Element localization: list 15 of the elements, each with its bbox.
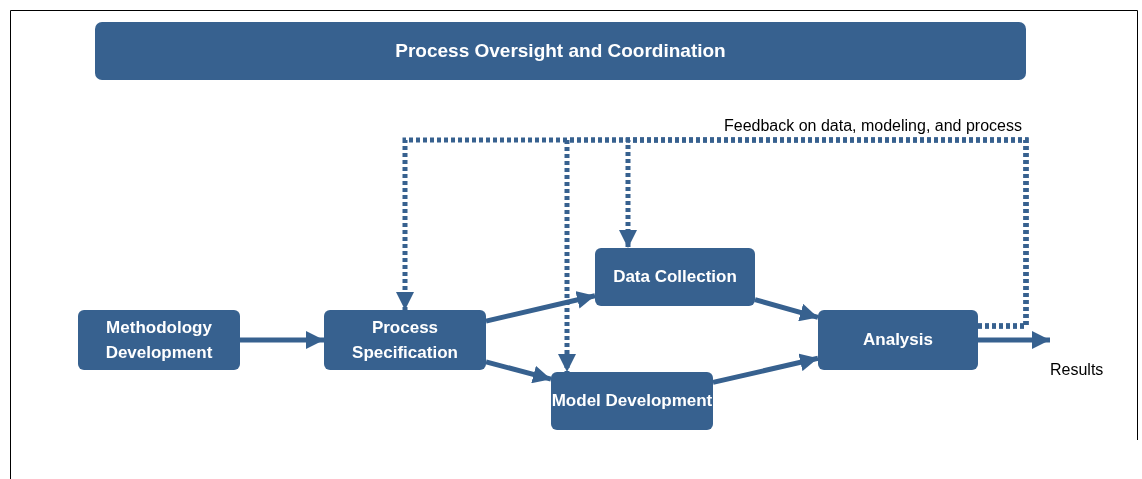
process-box: Process Specification [324, 310, 486, 370]
header-band: Process Oversight and Coordination [95, 22, 1026, 80]
arrow [240, 331, 324, 349]
feedback-arrow [558, 137, 1029, 372]
process-box: Model Development [551, 372, 713, 430]
process-box: Methodology Development [78, 310, 240, 370]
arrow [485, 359, 552, 384]
arrow [978, 331, 1050, 349]
output-label: Results [1050, 310, 1120, 382]
edge-label: Feedback on data, modeling, and process [722, 117, 1024, 135]
arrow [485, 291, 596, 324]
arrow [754, 297, 819, 322]
arrow [712, 353, 819, 385]
process-box: Data Collection [595, 248, 755, 306]
process-box: Analysis [818, 310, 978, 370]
